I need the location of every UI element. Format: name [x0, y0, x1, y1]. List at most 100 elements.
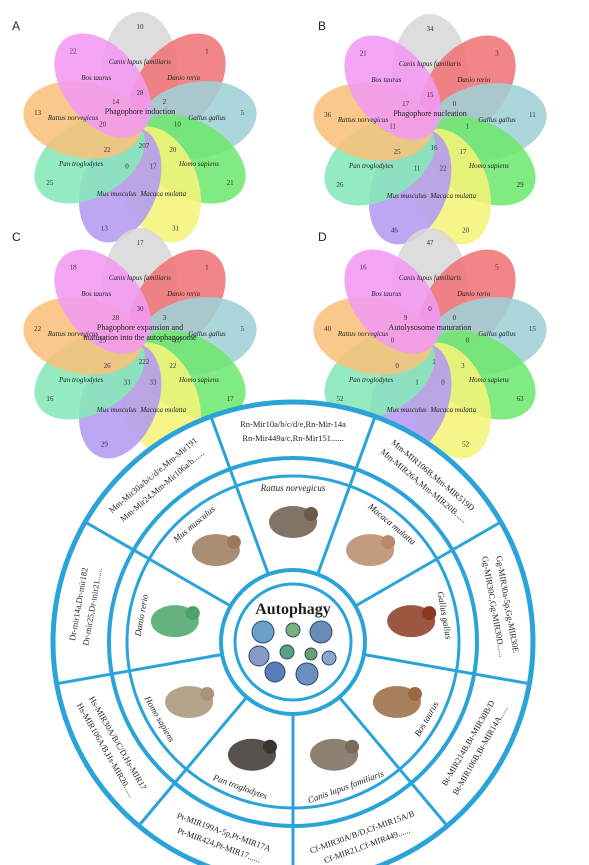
wheel-title: Autophagy	[255, 601, 331, 618]
unique-count: 15	[529, 325, 537, 333]
unique-count: 36	[324, 111, 332, 119]
species-label: Bos taurus	[81, 290, 111, 298]
autophagosome-icon	[248, 645, 270, 667]
species-label: Danio rerio	[456, 290, 490, 298]
shared-count: 28	[112, 314, 120, 322]
shared-count: 15	[427, 91, 435, 99]
species-label: Danio rerio	[166, 290, 200, 298]
unique-count: 63	[517, 395, 525, 403]
species-label: Mus musculus	[386, 192, 427, 200]
petal	[344, 35, 442, 140]
unique-count: 1	[205, 47, 209, 55]
shared-count: 20	[99, 120, 107, 128]
sector-species: Rattus norvegicus	[260, 483, 326, 493]
unique-count: 17	[227, 395, 235, 403]
autophagosome-icon	[321, 650, 337, 666]
unique-count: 26	[336, 181, 344, 189]
process-label: Phagophore induction	[105, 107, 175, 116]
species-label: Canis lupus familiaris	[399, 274, 462, 282]
unique-count: 5	[241, 109, 245, 117]
unique-count: 47	[427, 239, 435, 247]
unique-count: 25	[46, 179, 54, 187]
shared-count: 25	[99, 336, 107, 344]
shared-count: 17	[149, 163, 157, 171]
petal	[344, 249, 442, 354]
animal-head	[262, 739, 277, 754]
unique-count: 29	[101, 441, 109, 449]
panel-letter: B	[318, 19, 326, 33]
sector-divider	[209, 415, 270, 575]
animal-head	[226, 535, 241, 550]
shared-count: 11	[414, 165, 421, 173]
shared-count: 14	[112, 98, 120, 106]
shared-count: 20	[169, 146, 177, 154]
shared-count: 28	[137, 89, 145, 97]
unique-count: 21	[360, 49, 368, 57]
unique-count: 20	[462, 227, 470, 235]
autophagy-wheel: Rattus norvegicus Rn-Mir10a/b/c/d/e,Rn-Mi…	[50, 399, 536, 865]
process-label: Autolysosome maturation	[389, 323, 472, 332]
species-label: Gallus gallus	[478, 330, 516, 338]
species-label: Gallus gallus	[188, 114, 226, 122]
animal-head	[407, 687, 422, 701]
shared-count: 3	[461, 362, 465, 370]
unique-count: 5	[495, 263, 499, 271]
animal-head	[185, 606, 200, 621]
animal-head	[381, 535, 396, 550]
species-label: Bos taurus	[81, 74, 111, 82]
species-label: Macaca mulatta	[139, 190, 186, 198]
species-label: Canis lupus familiaris	[109, 274, 172, 282]
autophagosome-icon	[304, 647, 318, 661]
shared-count: 11	[389, 122, 396, 130]
core-count: 207	[139, 142, 150, 150]
species-label: Pan troglodytes	[348, 376, 394, 384]
shared-count: 17	[459, 148, 467, 156]
unique-count: 16	[46, 395, 54, 403]
autophagosome-icon	[264, 661, 286, 683]
core-ring	[233, 582, 353, 702]
sector-divider	[137, 696, 248, 827]
species-label: Bos taurus	[371, 290, 401, 298]
species-label: Mus musculus	[96, 190, 137, 198]
unique-count: 22	[70, 47, 78, 55]
species-label: Danio rerio	[166, 74, 200, 82]
unique-count: 13	[34, 109, 42, 117]
core-count: 16	[431, 144, 439, 152]
process-label: Phagophore nucleation	[393, 109, 467, 118]
sector-divider	[363, 653, 530, 686]
shared-count: 10	[174, 336, 182, 344]
shared-count: 0	[391, 336, 395, 344]
species-label: Canis lupus familiaris	[399, 60, 462, 68]
species-label: Pan troglodytes	[58, 160, 104, 168]
species-label: Macaca mulatta	[429, 192, 476, 200]
shared-count: 0	[125, 163, 129, 171]
species-label: Rattus norvegicus	[337, 330, 389, 338]
mirna-list: Rn-Mir10a/b/c/d/e,Rn-Mir-14a	[240, 419, 346, 429]
panel-letter: C	[12, 230, 21, 244]
species-label: Homo sapiens	[178, 160, 219, 168]
autophagosome-icon	[251, 620, 275, 644]
animal-head	[345, 739, 360, 754]
petal	[54, 249, 152, 354]
unique-count: 18	[70, 263, 78, 271]
animal-head	[200, 687, 215, 701]
shared-count: 33	[149, 379, 157, 387]
shared-count: 0	[453, 100, 457, 108]
shared-count: 9	[404, 314, 408, 322]
species-label: Rattus norvegicus	[47, 330, 99, 338]
sector-divider	[316, 415, 377, 575]
autophagosome-icon	[285, 622, 301, 638]
species-label: Gallus gallus	[188, 330, 226, 338]
shared-count: 0	[441, 379, 445, 387]
shared-count: 3	[163, 314, 167, 322]
shared-count: 0	[395, 362, 399, 370]
autophagosome-icon	[279, 644, 295, 660]
species-label: Macaca mulatta	[429, 406, 476, 414]
shared-count: 0	[466, 336, 470, 344]
shared-count: 25	[394, 148, 402, 156]
wheel-sector: Rattus norvegicus Rn-Mir10a/b/c/d/e,Rn-Mi…	[240, 419, 346, 538]
unique-count: 34	[427, 25, 435, 33]
